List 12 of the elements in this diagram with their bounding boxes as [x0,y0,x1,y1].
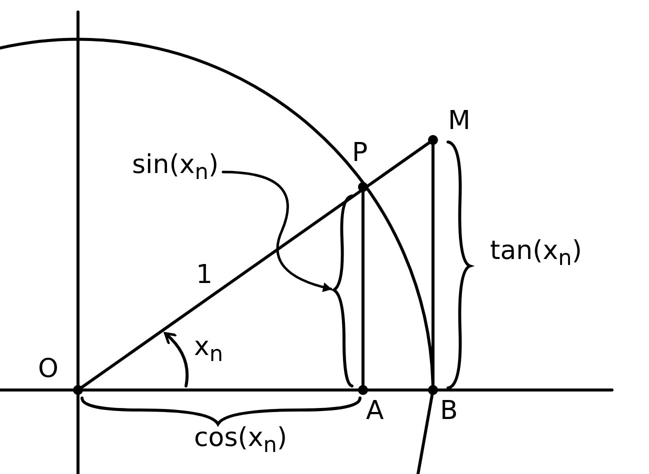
point-label: B [440,398,458,424]
angle-label: x$_{n}$ [194,334,224,366]
point-label: P [352,140,368,166]
point-label: A [366,398,384,424]
brace [332,194,354,388]
length-label: 1 [196,262,213,288]
point-label: M [448,108,470,134]
function-label: sin(x$_{n}$) [132,152,219,184]
length-label: tan(x$_{n}$) [490,238,582,270]
length-label: cos(x$_{n}$) [194,425,288,457]
leader-line [222,170,332,292]
point-label: O [38,356,58,382]
